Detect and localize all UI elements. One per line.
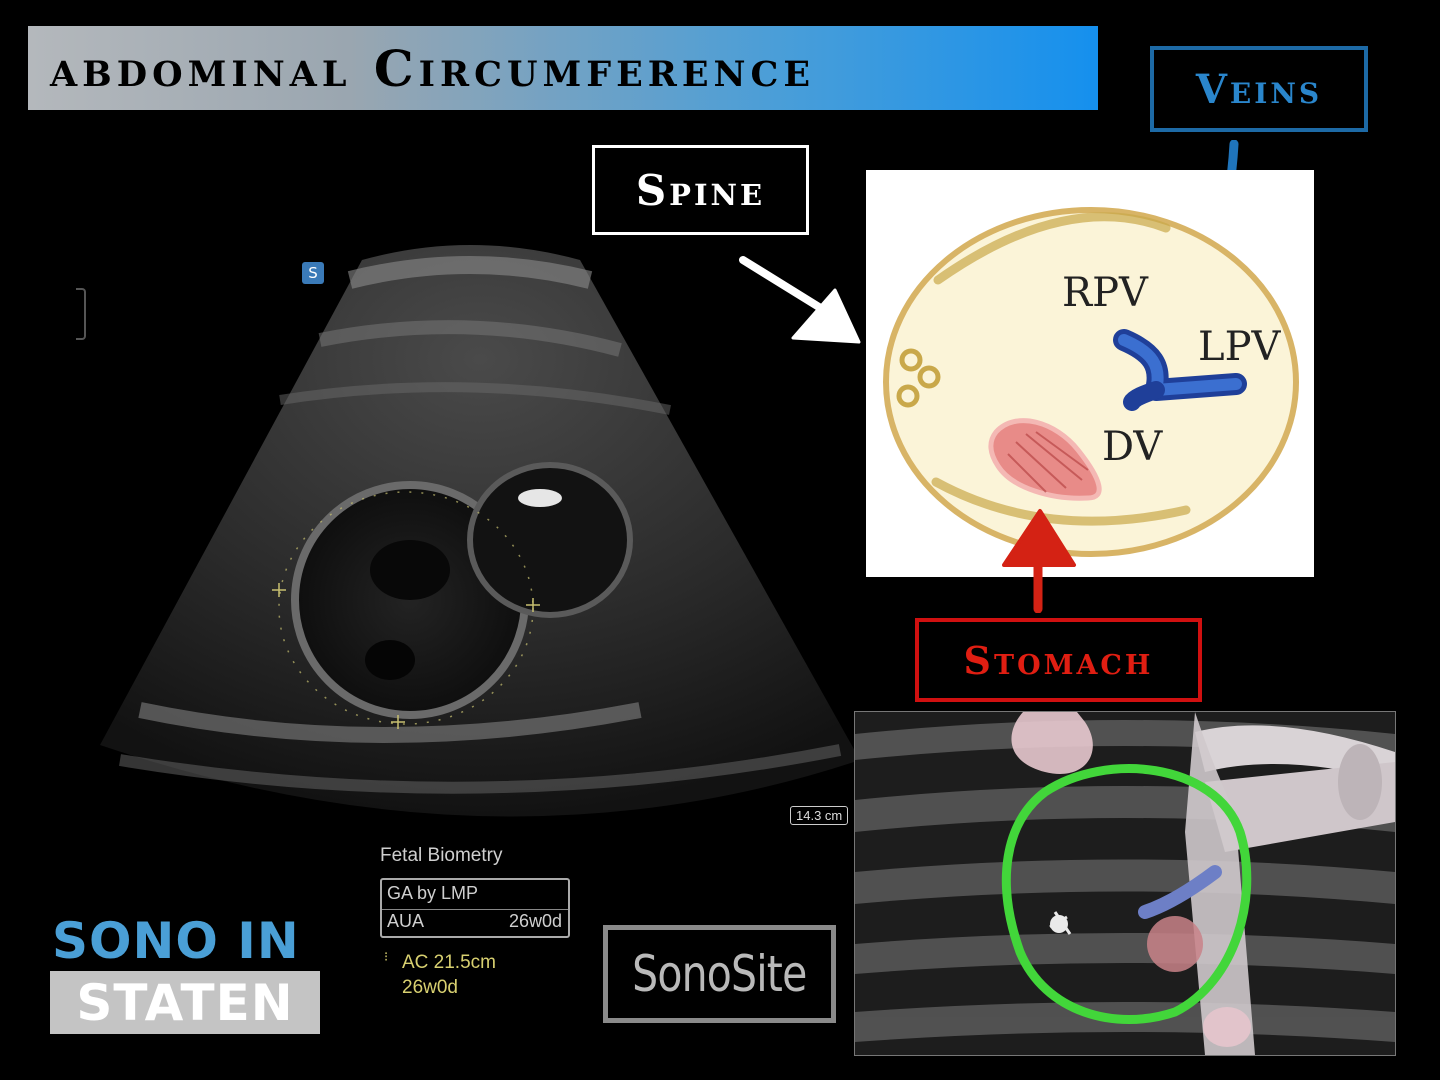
ultrasound-image: [100, 245, 860, 817]
caliper-marker-icon: ⁝: [384, 950, 389, 965]
spine-label: Spine: [592, 145, 809, 235]
stomach-arrow-icon: [1002, 509, 1076, 613]
page-title: abdominal Circumference: [50, 38, 816, 98]
abdomen-cross-section-diagram: RPV LPV DV: [866, 170, 1314, 577]
title-banner: abdominal Circumference: [28, 26, 1098, 110]
stomach-icon: [988, 418, 1102, 501]
sonosite-logo: SonoSite: [603, 925, 836, 1023]
ac-measurement: AC 21.5cm: [402, 952, 496, 973]
sonosite-logo-text: SonoSite: [632, 945, 807, 1003]
biometry-table: GA by LMP AUA 26w0d: [380, 878, 570, 938]
brand-logo-line1: SONO IN: [52, 912, 300, 970]
spine-vertebrae-icon: [896, 348, 941, 408]
ac-gestational-age: 26w0d: [402, 977, 458, 998]
screen-bracket: [76, 288, 86, 340]
3d-abdomen-render: [854, 711, 1396, 1056]
veins-label: Veins: [1150, 46, 1368, 132]
dv-label: DV: [1102, 424, 1163, 470]
ac-measurement-ring: [1001, 764, 1252, 1024]
depth-indicator: 14.3 cm: [790, 806, 849, 825]
lpv-label: LPV: [1198, 324, 1281, 370]
divider: [382, 909, 568, 910]
aua-label: AUA: [387, 911, 425, 931]
ultrasound-mode-icon: S: [302, 262, 324, 284]
ga-label: GA by LMP: [387, 883, 479, 903]
spine-arrow-icon: [739, 256, 861, 344]
stomach-label: Stomach: [915, 618, 1202, 702]
portal-vein-icon: [1113, 329, 1247, 411]
brand-logo-line2: STATEN: [76, 973, 294, 1032]
rpv-label: RPV: [1062, 270, 1149, 316]
brand-logo-line2-box: STATEN: [50, 971, 320, 1034]
aua-value: 26w0d: [508, 911, 562, 931]
biometry-title: Fetal Biometry: [380, 845, 503, 866]
